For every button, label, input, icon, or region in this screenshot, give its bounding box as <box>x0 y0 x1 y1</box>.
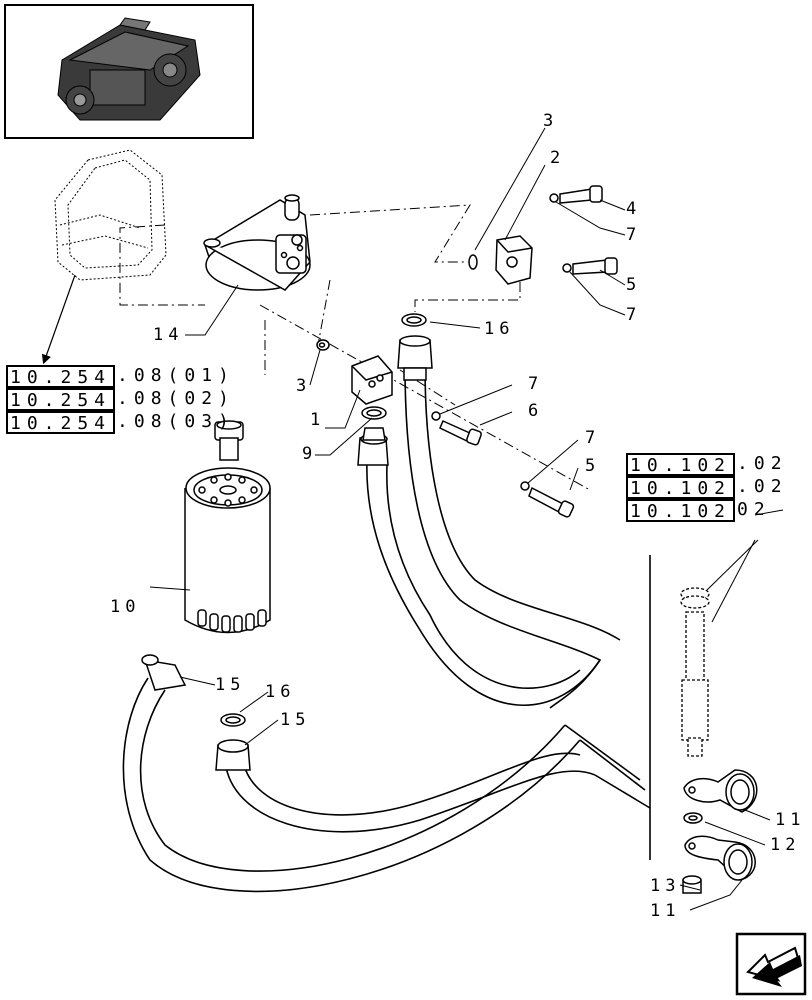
hose-lower <box>122 677 651 893</box>
reference-code: 10.254 <box>6 365 116 388</box>
reference-row[interactable]: 10.254 .08(02) <box>6 388 235 411</box>
callout-2: 2 <box>550 148 565 168</box>
reference-row[interactable]: 10.254 .08(03) <box>6 411 235 434</box>
callout-1: 1 <box>310 410 325 430</box>
hose-fittings <box>141 335 433 771</box>
reference-row[interactable]: 10.102 .02 <box>626 453 788 476</box>
reference-suffix: .08(02) <box>117 388 235 409</box>
callout-15: 15 <box>280 710 310 730</box>
reference-suffix: .02 <box>737 476 788 497</box>
reference-row[interactable]: 10.254 .08(01) <box>6 365 235 388</box>
reference-code: 10.254 <box>6 411 116 434</box>
callout-5: 5 <box>585 456 600 476</box>
callout-7: 7 <box>585 428 600 448</box>
callout-11: 11 <box>650 901 680 921</box>
reference-list-left: 10.254 .08(01) 10.254 .08(02) 10.254 .08… <box>6 365 235 434</box>
hose-clamps <box>682 769 758 894</box>
reference-suffix: .08(03) <box>117 411 235 432</box>
reference-code: 10.102 <box>626 476 736 499</box>
callout-16: 16 <box>265 682 295 702</box>
dipstick-tube <box>649 555 710 860</box>
adapter-block-lower <box>351 355 393 405</box>
reference-list-right: 10.102 .02 10.102 .02 10.102 02 <box>626 453 788 522</box>
callout-11: 11 <box>775 810 805 830</box>
callout-3: 3 <box>296 376 311 396</box>
adapter-block-upper <box>495 235 533 285</box>
hose-upper <box>366 364 621 709</box>
bolts <box>439 185 618 518</box>
filter-nipple <box>214 420 244 461</box>
reference-suffix: .08(01) <box>117 365 235 386</box>
filter-head <box>203 194 311 291</box>
callout-7: 7 <box>528 374 543 394</box>
callout-4: 4 <box>626 199 641 219</box>
callout-10: 10 <box>110 597 140 617</box>
oil-filter-canister <box>184 467 271 634</box>
reference-code: 10.102 <box>626 499 736 522</box>
callout-7: 7 <box>626 225 641 245</box>
callout-14: 14 <box>153 325 183 345</box>
callout-12: 12 <box>770 835 800 855</box>
reference-row[interactable]: 10.102 .02 <box>626 476 788 499</box>
engine-thumbnail-icon <box>4 4 254 139</box>
callout-16: 16 <box>484 319 514 339</box>
callout-9: 9 <box>302 444 317 464</box>
seal-rings <box>220 193 572 727</box>
reference-suffix: .02 <box>737 453 788 474</box>
next-page-arrow-icon[interactable] <box>735 932 807 996</box>
callout-13: 13 <box>650 876 680 896</box>
reference-code: 10.254 <box>6 388 116 411</box>
callout-6: 6 <box>528 401 543 421</box>
callout-15: 15 <box>215 675 245 695</box>
reference-code: 10.102 <box>626 453 736 476</box>
callout-7: 7 <box>626 305 641 325</box>
leader-lines <box>149 127 784 911</box>
engine-block-outline <box>54 149 167 281</box>
ref-arrow-line <box>41 274 76 365</box>
callout-5: 5 <box>626 275 641 295</box>
reference-suffix: 02 <box>737 499 771 520</box>
callout-labels: 3 2 4 7 5 7 16 14 3 1 9 7 6 7 5 10 15 16… <box>110 111 805 921</box>
reference-row[interactable]: 10.102 02 <box>626 499 788 522</box>
callout-3: 3 <box>543 111 558 131</box>
